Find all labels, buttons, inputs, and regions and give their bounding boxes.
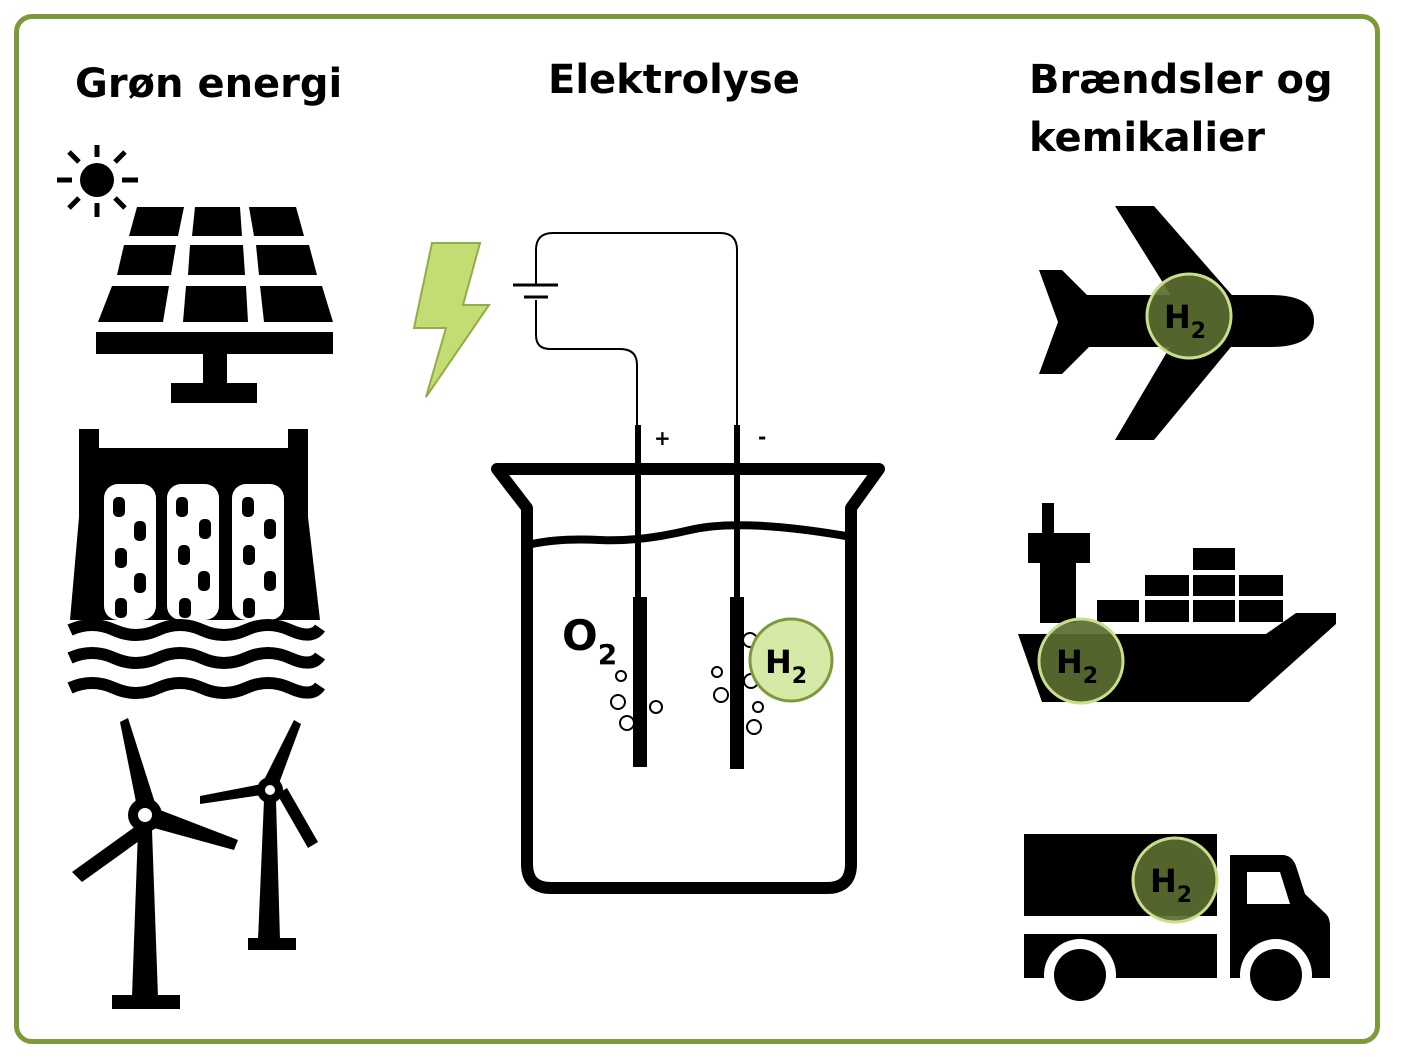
cathode-electrode: [730, 425, 744, 769]
h2-truck-symbol: H: [1150, 862, 1177, 900]
svg-text:H2: H2: [1056, 643, 1098, 689]
solar-panel-icon: [96, 207, 333, 403]
h2-badge-airplane: H2: [1145, 272, 1233, 360]
wires: [535, 232, 738, 425]
electrolysis-title: Elektrolyse: [548, 57, 800, 103]
oxygen-symbol: O: [562, 611, 598, 660]
cathode-sign: -: [758, 425, 766, 449]
lightning-icon: [412, 242, 491, 398]
h2-badge-ship: H2: [1037, 617, 1125, 705]
hydro-dam-icon: [67, 429, 325, 699]
water-waves: [67, 619, 325, 699]
h2-badge-truck: H2: [1131, 836, 1219, 924]
svg-text:H2: H2: [1150, 862, 1192, 908]
hydrogen-symbol: H: [765, 643, 792, 681]
svg-text:H2: H2: [1164, 298, 1206, 344]
anode-sign: +: [654, 426, 671, 450]
svg-text:H2: H2: [765, 643, 807, 689]
oxygen-label: O2: [562, 611, 617, 671]
h2-truck-subscript: 2: [1177, 883, 1192, 908]
h2-ship-subscript: 2: [1083, 664, 1098, 689]
hydrogen-subscript: 2: [792, 664, 807, 689]
fuels-title-line2: kemikalier: [1029, 115, 1265, 161]
h2-airplane-symbol: H: [1164, 298, 1191, 336]
diagram-frame: [14, 14, 1380, 1044]
sun-icon: [57, 145, 138, 217]
h2-ship-symbol: H: [1056, 643, 1083, 681]
fuels-title-line1: Brændsler og: [1029, 57, 1333, 103]
oxygen-bubbles: [610, 670, 663, 731]
hydrogen-bubble-label: H2: [748, 617, 834, 703]
h2-airplane-subscript: 2: [1191, 319, 1206, 344]
oxygen-subscript: 2: [598, 638, 617, 671]
green-energy-title: Grøn energi: [75, 61, 343, 107]
svg-text:O2: O2: [562, 611, 617, 671]
beaker-icon: [491, 463, 885, 894]
anode-electrode: [633, 425, 647, 767]
wind-turbines-icon: [72, 718, 318, 1009]
battery-icon: [513, 283, 558, 299]
